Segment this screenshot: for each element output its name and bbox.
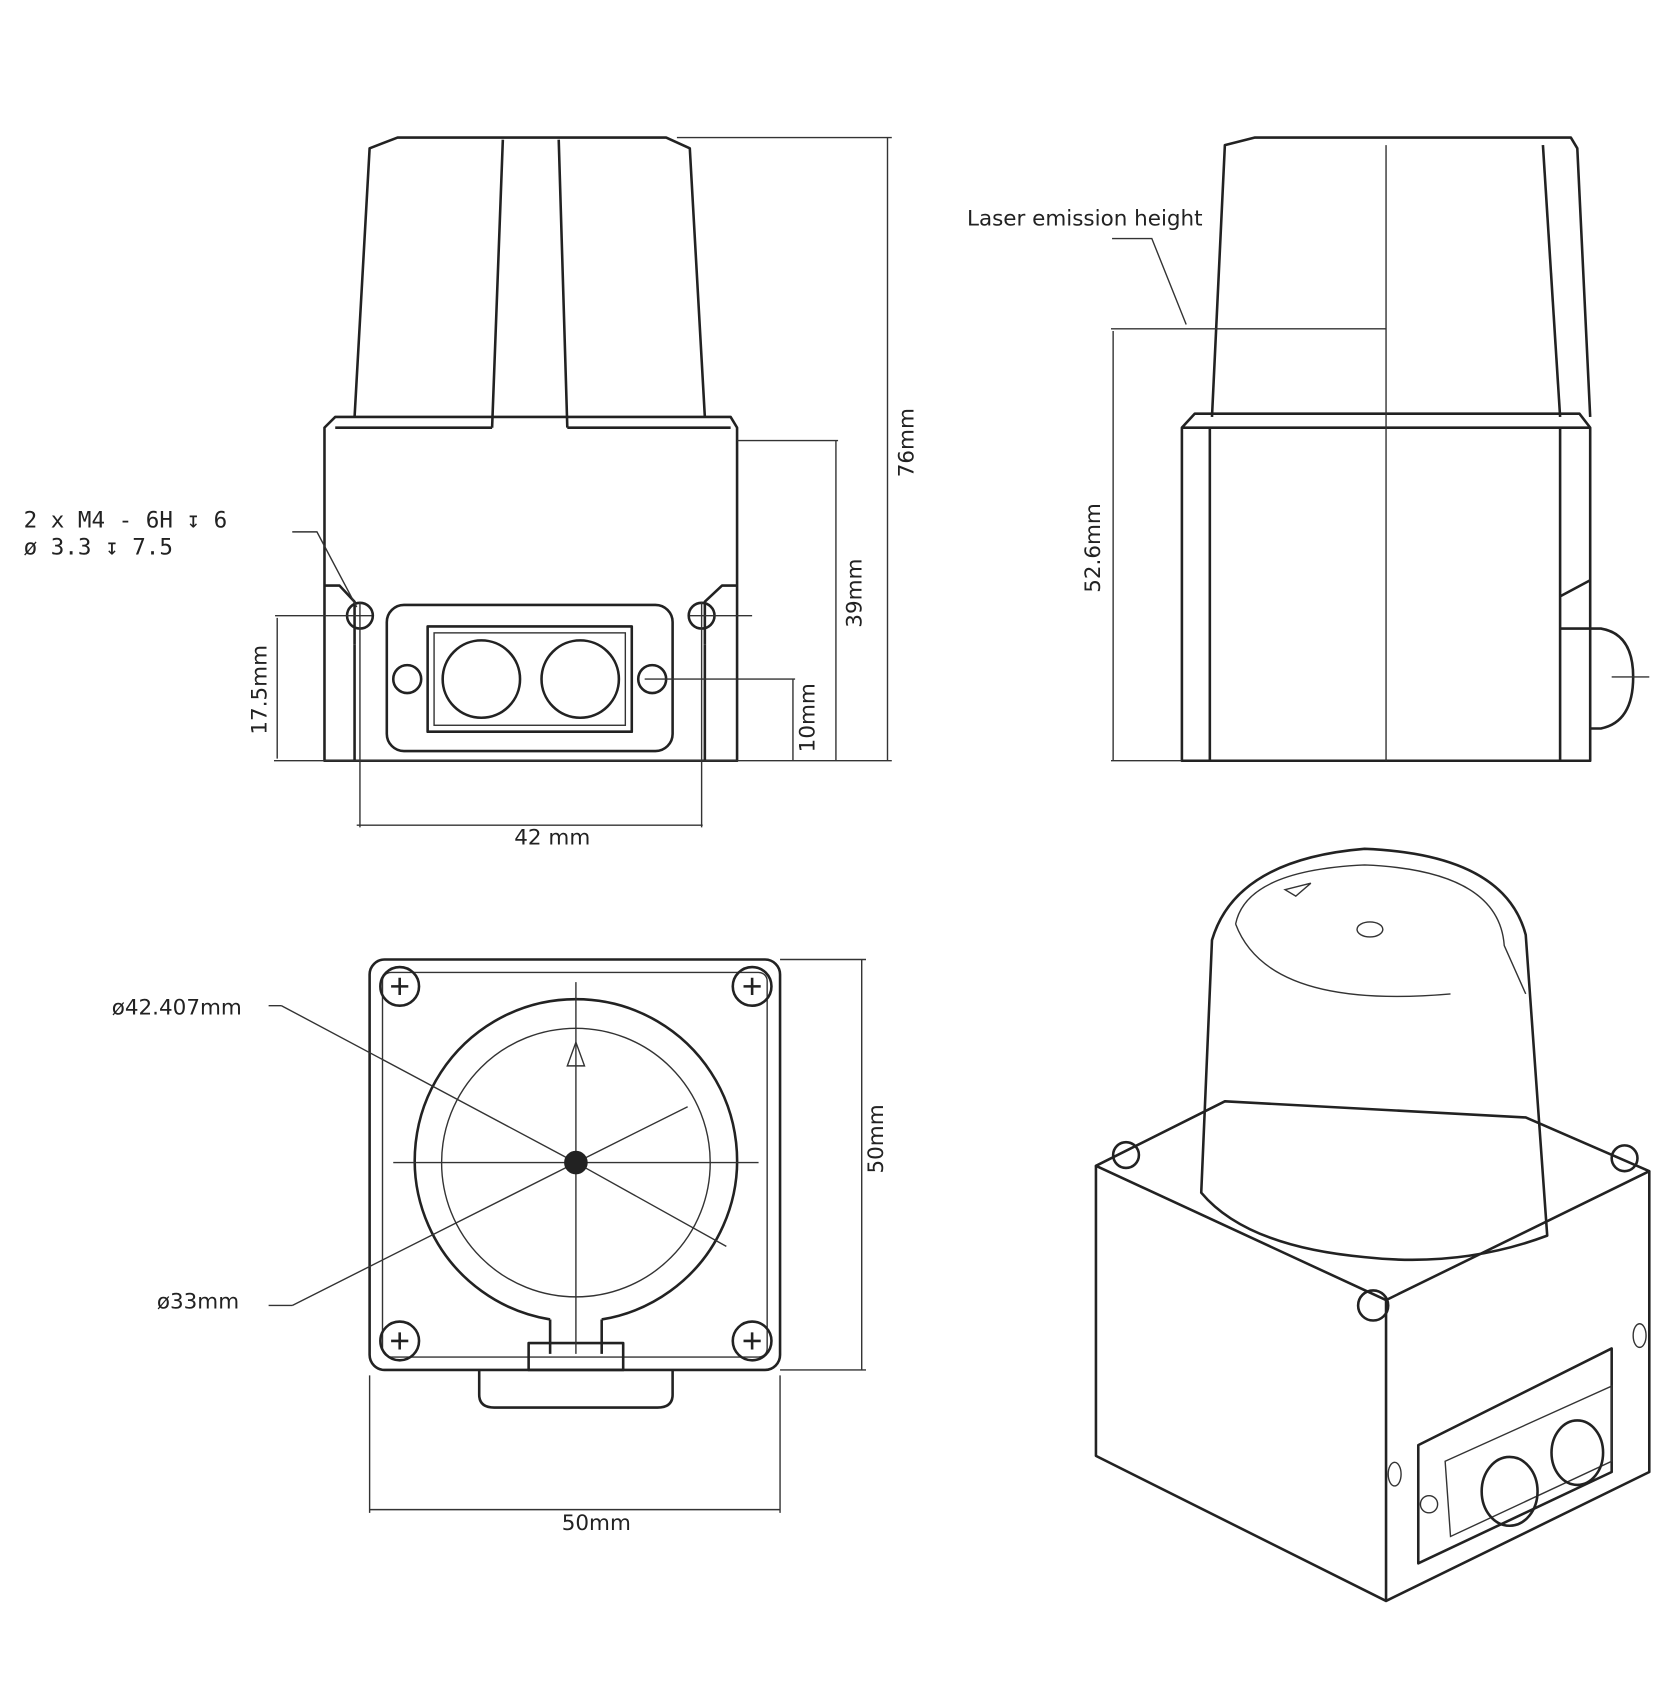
dim-height-base: 39mm	[843, 559, 868, 628]
hole-note-line1: 2 x M4 - 6H ↧ 6	[24, 508, 228, 534]
dim-height-total: 76mm	[894, 408, 919, 477]
dim-width-top: 50mm	[562, 1511, 631, 1536]
side-view: Laser emission height 52.6mm	[967, 136, 1650, 763]
hole-note-line2: ø 3.3 ↧ 7.5	[24, 534, 173, 560]
dim-outer-diameter: ø42.407mm	[112, 995, 242, 1020]
top-view: ø42.407mm ø33mm 50mm 50mm	[112, 958, 889, 1536]
dim-hole-height: 17.5mm	[247, 645, 272, 735]
dim-laser-height: 52.6mm	[1081, 503, 1106, 593]
screw-icon	[379, 965, 773, 1362]
dim-connector-height: 10mm	[795, 683, 820, 752]
laser-emission-label: Laser emission height	[967, 207, 1203, 232]
front-view: 2 x M4 - 6H ↧ 6 ø 3.3 ↧ 7.5 76mm 39mm 17…	[24, 136, 919, 851]
isometric-view	[1094, 847, 1651, 1603]
dim-height-top: 50mm	[864, 1104, 889, 1173]
dim-hole-spacing: 42 mm	[514, 826, 590, 851]
dim-inner-diameter: ø33mm	[157, 1290, 239, 1315]
